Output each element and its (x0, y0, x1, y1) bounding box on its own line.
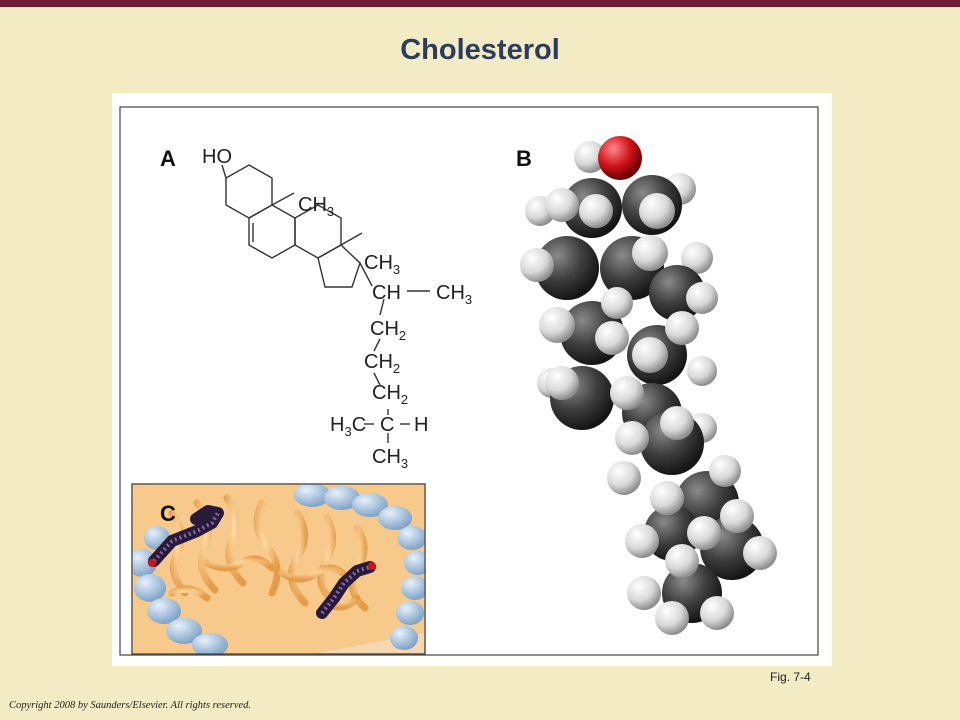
label-h-right: H (414, 414, 428, 436)
label-h3c: H3C (330, 414, 366, 439)
panel-b-letter: B (516, 146, 532, 171)
label-ch3-bottom: CH3 (372, 446, 408, 471)
top-accent-bar (0, 0, 960, 7)
slide-title: Cholesterol (400, 34, 560, 66)
figure-caption: Fig. 7-4 (770, 670, 811, 684)
copyright-notice: Copyright 2008 by Saunders/Elsevier. All… (9, 700, 252, 711)
label-ch2-first: CH2 (370, 318, 406, 343)
label-ch3-branch: CH3 (436, 282, 472, 307)
skeletal-formula (221, 164, 430, 443)
figure-panel: A (112, 93, 832, 666)
formula-labels: HO CH3 CH3 CH CH3 CH2 CH2 CH2 H3C C H CH… (202, 146, 472, 471)
figure-illustration: A (119, 106, 819, 656)
membrane-cholesterol-left (148, 505, 224, 567)
label-ch3-ring-d: CH3 (364, 252, 400, 277)
label-ch3-ring-c: CH3 (298, 194, 334, 219)
membrane-cholesterol-right (316, 561, 376, 619)
space-filling-model (520, 136, 777, 635)
label-c-center: C (380, 414, 394, 436)
label-ch2-second: CH2 (364, 351, 400, 376)
panel-c-letter: C (160, 501, 176, 526)
label-ch2-third: CH2 (372, 382, 408, 407)
label-ch-branch: CH (372, 282, 401, 304)
membrane-inset (131, 483, 426, 655)
panel-a-letter: A (160, 146, 176, 171)
label-ho: HO (202, 146, 232, 168)
